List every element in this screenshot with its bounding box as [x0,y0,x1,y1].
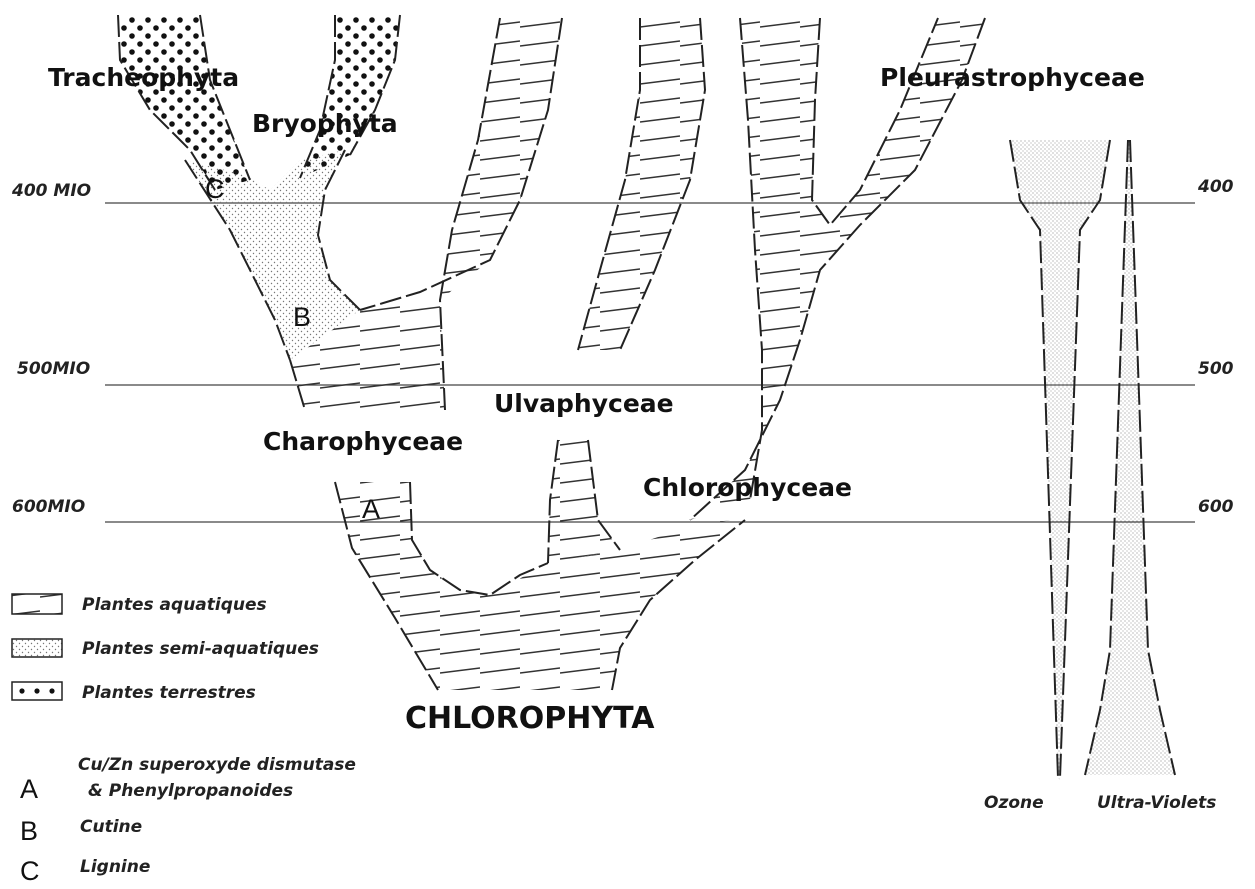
label-tracheophyta: Tracheophyta [48,63,239,92]
legend-swatch-semi-aquatic [12,639,62,657]
time-label-left-500: 500MIO [17,359,90,379]
label-ulvaphyceae: Ulvaphyceae [494,389,674,418]
tracheophyta-branch [118,15,250,190]
legend-swatch-aquatic [12,594,62,614]
label-charophyceae: Charophyceae [263,427,463,456]
key-letter-b: B [20,816,38,846]
key-b-line1: Cutine [80,817,142,837]
innovation-key: A Cu/Zn superoxyde dismutase & Phenylpro… [20,755,356,884]
chlorophyceae-shape [690,18,985,520]
legend-swatch-dot [19,688,24,693]
marker-a: A [362,494,380,524]
label-chlorophyceae: Chlorophyceae [643,473,852,502]
legend-swatch-dot [34,688,39,693]
key-letter-c: C [20,856,40,884]
label-bryophyta: Bryophyta [252,109,398,138]
key-letter-a: A [20,774,38,804]
legend: Plantes aquatiques Plantes semi-aquatiqu… [12,594,319,703]
bryophyta-branch [300,15,400,178]
uv-shape [1085,140,1175,775]
key-a-line2: & Phenylpropanoides [88,781,293,801]
time-label-left-600: 600MIO [12,497,85,517]
chlorophyta-trunk [335,482,745,690]
time-label-right-500: 500 [1198,359,1234,379]
marker-b: B [293,302,311,332]
uv-column [1085,140,1175,775]
legend-label-semi-aquatic: Plantes semi-aquatiques [82,639,319,659]
time-label-left-400: 400 MIO [11,181,91,201]
chlorophyta-trunk-shape [335,482,745,690]
tracheophyta-shape [118,15,250,190]
key-c-line1: Lignine [80,857,150,877]
label-uv: Ultra-Violets [1097,793,1216,813]
legend-swatch-dot [49,688,54,693]
legend-label-terrestrial: Plantes terrestres [82,683,256,703]
time-label-right-600: 600 [1198,497,1234,517]
label-pleurastrophyceae: Pleurastrophyceae [880,63,1145,92]
time-label-right-400: 400 [1197,177,1234,197]
ozone-shape [1010,140,1110,780]
ozone-column [1010,140,1110,780]
label-ozone: Ozone [984,793,1044,813]
legend-label-aquatic: Plantes aquatiques [82,595,267,615]
ulvaphyceae-upper-shape [578,18,705,350]
label-chlorophyta: CHLOROPHYTA [405,701,655,736]
marker-c: C [205,174,225,204]
chlorophyceae-branch [690,18,985,520]
key-a-line1: Cu/Zn superoxyde dismutase [78,755,356,775]
ulvaphyceae-lower-shape [548,440,620,563]
